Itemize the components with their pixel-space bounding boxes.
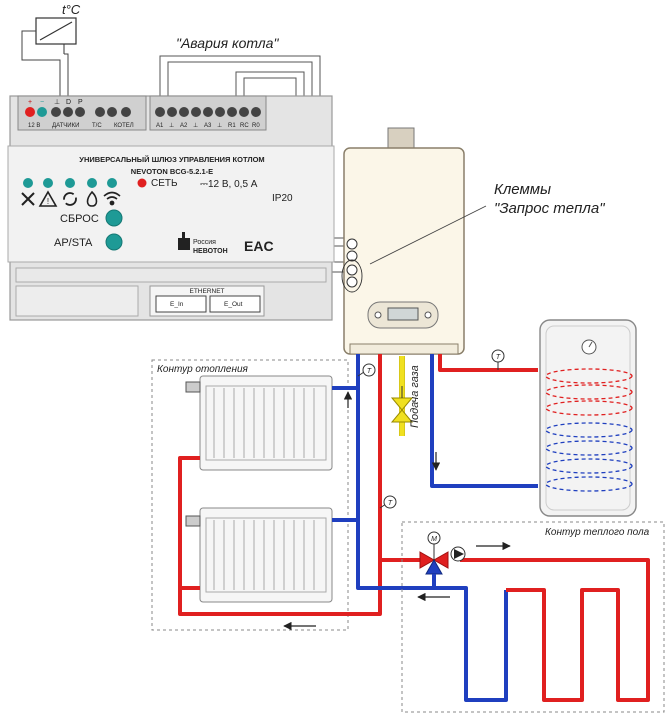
eac-mark: EAC	[244, 238, 274, 254]
terminal-gnd3-label: ⊥	[217, 122, 222, 129]
nevoton-logo: Россия НЕВОТОН	[178, 232, 228, 255]
heat-request-terminals	[341, 259, 363, 293]
heating-circuit-box	[151, 359, 349, 631]
room-temperature-sensor: t°C	[21, 2, 81, 96]
sensor-label: t°C	[62, 2, 81, 17]
gas-label: Подача газа	[409, 365, 421, 428]
reset-label: СБРОС	[60, 213, 99, 225]
gateway-device: + − ⊥ D P 12 В ДАТЧИКИ Т/С КОТЕЛ A1 ⊥ A2…	[7, 95, 335, 321]
terminal-r1-label: R1	[228, 123, 236, 129]
terminal-a1-label: A1	[156, 123, 164, 129]
ethernet-in-port[interactable]	[155, 295, 207, 313]
device-model: NEVOTON BCG-5.2.1-E	[131, 167, 213, 176]
d-label: D	[66, 99, 71, 106]
ground-label: ⊥	[54, 99, 60, 106]
heating-pipes	[178, 354, 538, 616]
network-led	[137, 178, 147, 188]
ethernet-label: ETHERNET	[189, 288, 224, 295]
led-2	[43, 178, 53, 188]
flame-icon	[86, 190, 98, 207]
terminals-label-2: "Запрос тепла"	[494, 200, 605, 217]
temp-sensor-2-symbol: T	[388, 500, 393, 507]
valve-actuator	[427, 531, 441, 545]
valve-actuator-symbol: M	[431, 536, 437, 543]
power-rating: ⎓12 В, 0,5 А	[200, 179, 258, 190]
sync-icon	[63, 192, 77, 206]
temp-sensor-1-symbol: T	[367, 368, 372, 375]
floor-pump	[450, 546, 466, 562]
network-label: СЕТЬ	[151, 178, 178, 189]
ethernet-out-port[interactable]	[209, 295, 261, 313]
gas-supply: Подача газа	[390, 356, 421, 436]
terminal-rc-label: RC	[240, 123, 249, 129]
temp-sensor-3: T	[491, 349, 505, 370]
group-label-tc: Т/С	[92, 123, 102, 129]
plus-terminal	[25, 107, 35, 117]
terminal-gnd1-label: ⊥	[169, 122, 174, 129]
led-3	[65, 178, 75, 188]
floor-loop	[412, 558, 650, 702]
boiler-display	[387, 307, 419, 321]
hot-water-tank	[539, 319, 637, 517]
heating-circuit-label: Контур отопления	[157, 364, 249, 375]
group-label-sensors: ДАТЧИКИ	[52, 123, 79, 129]
eth-in-label: E_In	[170, 301, 184, 308]
eth-out-label: E_Out	[224, 301, 243, 308]
p-label: P	[78, 99, 83, 106]
brand-country: Россия	[193, 239, 216, 246]
floor-circuit-box	[401, 521, 665, 713]
terminals-pointer	[369, 205, 487, 265]
terminal-a2-label: A2	[180, 123, 188, 129]
temp-sensor-1: T	[357, 363, 376, 377]
device-title: УНИВЕРСАЛЬНЫЙ ШЛЮЗ УПРАВЛЕНИЯ КОТЛОМ	[79, 155, 264, 164]
brand-name: НЕВОТОН	[193, 248, 228, 255]
temp-sensor-2: T	[379, 495, 397, 509]
error-icon	[21, 192, 35, 206]
radiator-bottom	[185, 507, 333, 603]
flue-pipe	[387, 127, 415, 149]
terminal-gnd2-label: ⊥	[193, 122, 198, 129]
reset-button[interactable]	[105, 209, 123, 227]
minus-terminal	[37, 107, 47, 117]
temp-sensor-3-symbol: T	[496, 354, 501, 361]
led-1	[23, 178, 33, 188]
radiator-top-valve	[185, 381, 201, 393]
group-label-boiler: КОТЕЛ	[114, 123, 134, 129]
alarm-label: "Авария котла"	[176, 35, 279, 51]
group-label-12v: 12 В	[28, 123, 40, 129]
radiator-top	[185, 375, 333, 471]
ip-rating: IP20	[272, 193, 293, 204]
terminal-a3-label: A3	[204, 123, 212, 129]
led-5	[107, 178, 117, 188]
boiler	[341, 127, 465, 355]
svg-text:!: !	[47, 197, 49, 206]
apsta-button[interactable]	[105, 233, 123, 251]
terminals-label-1: Клеммы	[494, 181, 551, 198]
radiator-bottom-valve	[185, 515, 201, 527]
floor-circuit-label: Контур теплого пола	[545, 527, 650, 538]
wifi-icon	[103, 191, 121, 206]
terminal-r0-label: R0	[252, 123, 260, 129]
led-4	[87, 178, 97, 188]
mixing-valve: M	[419, 531, 449, 588]
apsta-label: AP/STA	[54, 237, 93, 249]
plus-label: +	[28, 99, 32, 106]
minus-label: −	[40, 99, 44, 106]
warning-icon: !	[38, 190, 58, 207]
